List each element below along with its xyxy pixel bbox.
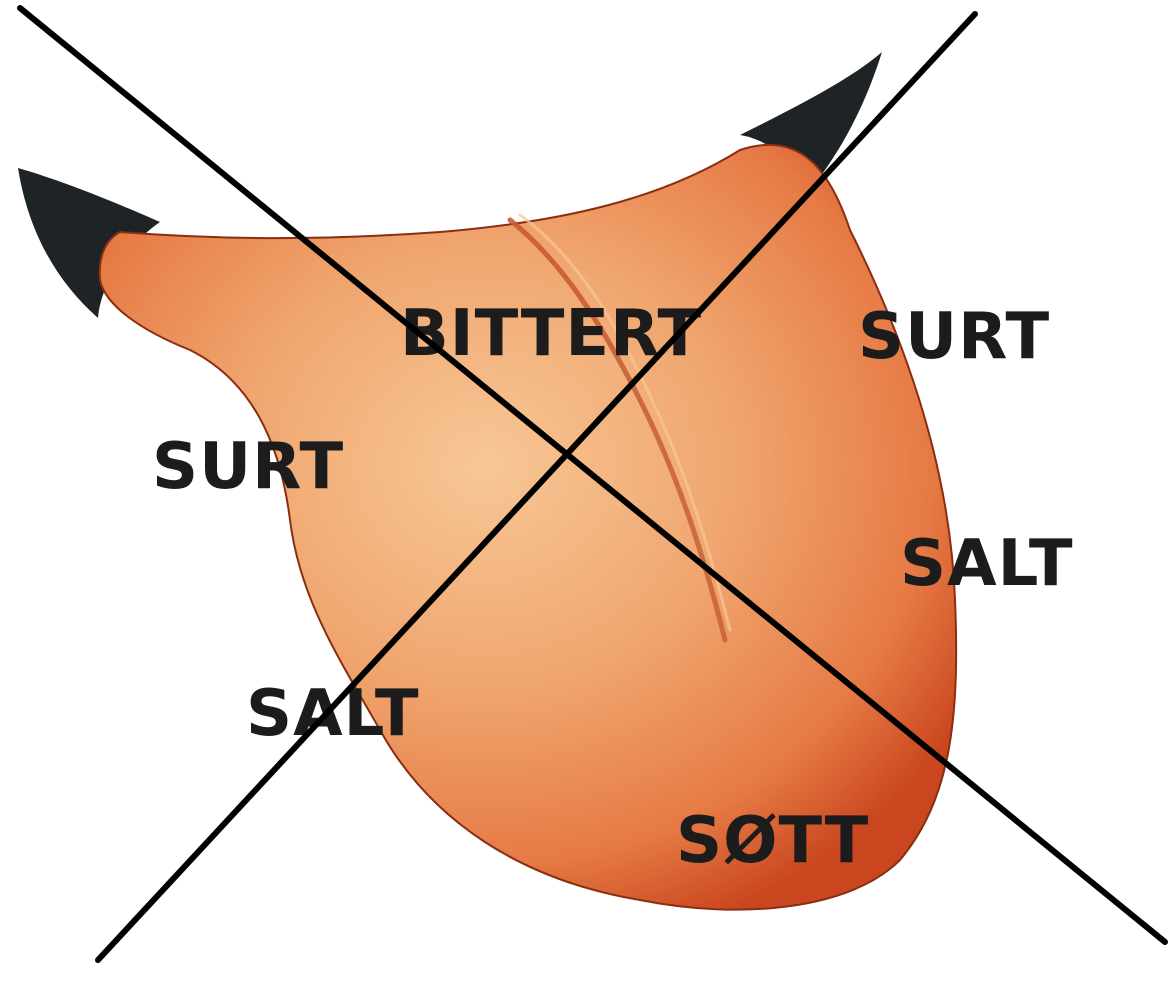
- label-back-right-sour: SURT: [858, 300, 1050, 374]
- tongue-body: [100, 145, 956, 910]
- label-left-side-sour: SURT: [152, 430, 344, 504]
- label-right-side-salt: SALT: [900, 527, 1073, 601]
- label-left-front-salt: SALT: [246, 677, 419, 751]
- label-tip-sweet: SØTT: [676, 804, 869, 878]
